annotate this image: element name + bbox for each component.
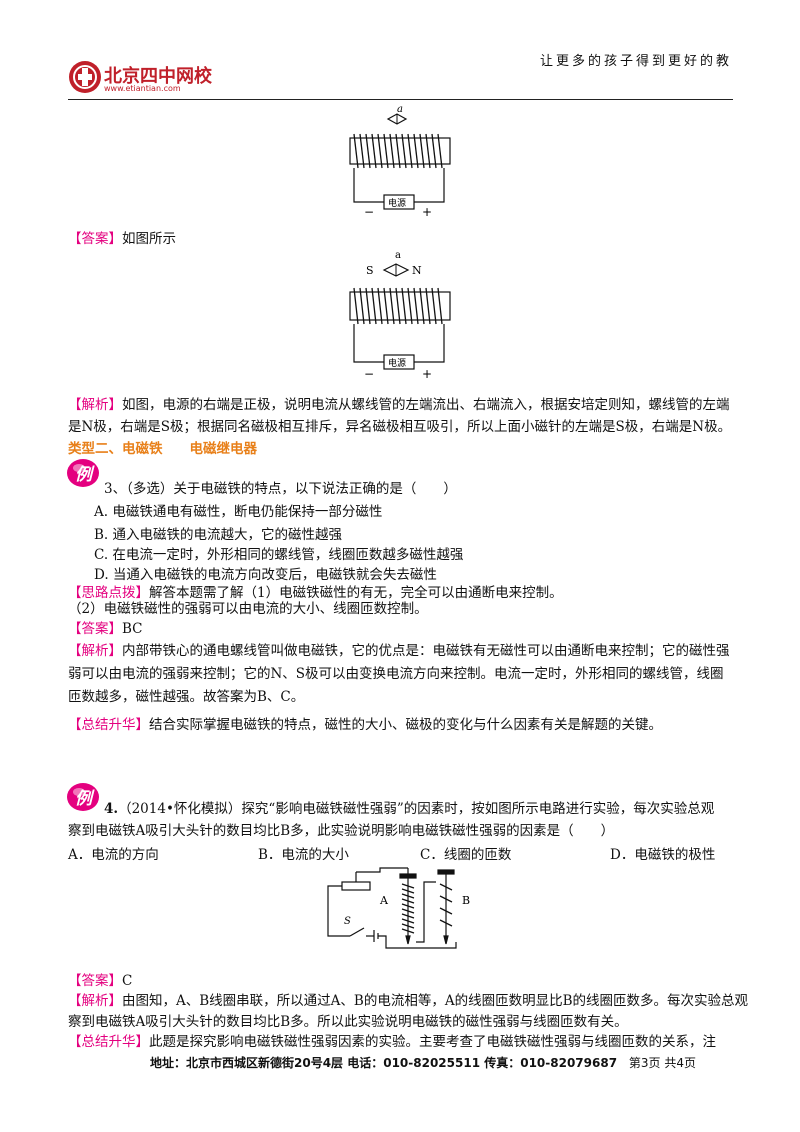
q3-stem: 3、（多选）关于电磁铁的特点，以下说法正确的是（ ）: [104, 481, 457, 497]
logo-text: 北京四中网校: [104, 66, 212, 87]
q4-option-d: D．电磁铁的极性: [610, 847, 716, 863]
solenoid-figure-2: a S N 电源 − +: [349, 250, 451, 381]
section-title: 类型二、电磁铁 电磁继电器: [68, 441, 257, 457]
q3-option-b: B. 通入电磁铁的电流越大，它的磁性越强: [94, 527, 343, 543]
q3-analysis-line-3: 匝数越多，磁性越强。故答案为B、C。: [68, 689, 305, 705]
analysis-1-line-1: 【解析】如图，电源的右端是正极，说明电流从螺线管的左端流出、右端流入，根据安培定…: [68, 397, 730, 413]
q4-option-b: B．电流的大小: [258, 847, 349, 863]
power-source: [383, 354, 415, 370]
footer-page-number: 第3页 共4页: [628, 1056, 696, 1070]
analysis-1-line-2: 是N极，右端是S极；根据同名磁极相互排斥，异名磁极相互吸引，所以上面小磁针的左端…: [68, 419, 732, 435]
q4-analysis-line-2: 察到电磁铁A吸引大头针的数目均比B多。所以此实验说明电磁铁的磁性强弱与线圈匝数有…: [68, 1014, 628, 1030]
header-slogan: 让更多的孩子得到更好的教: [540, 54, 733, 69]
example-badge-icon: 例: [67, 459, 99, 487]
q4-analysis-line-1: 【解析】由图知，A、B线圈串联，所以通过A、B的电流相等，A的线圈匝数明显比B的…: [68, 993, 749, 1009]
needle-label: a: [395, 250, 401, 261]
needle-label: a: [397, 104, 403, 115]
electromagnet-circuit-figure: A B S: [327, 867, 470, 949]
q4-option-a: A．电流的方向: [68, 847, 159, 863]
svg-text:−: −: [364, 367, 374, 381]
coil-windings: [401, 883, 453, 934]
logo-url: www.etiantian.com: [104, 84, 181, 93]
page-footer: 地址：北京市西城区新德街20号4层 电话：010-82025511 传真：010…: [150, 1054, 696, 1071]
svg-text:电源: 电源: [388, 357, 406, 369]
power-source: [383, 194, 415, 210]
svg-text:+: +: [422, 205, 432, 219]
svg-text:+: +: [422, 367, 432, 381]
svg-text:例: 例: [75, 789, 95, 809]
example-badge-icon: 例: [67, 783, 99, 811]
header-rule: [68, 99, 733, 100]
svg-text:−: −: [364, 205, 374, 219]
s-pole-label: S: [366, 264, 374, 277]
svg-text:S: S: [344, 916, 351, 927]
answer-1: 【答案】如图所示: [68, 231, 176, 247]
svg-text:例: 例: [75, 465, 95, 485]
q3-option-c: C. 在电流一定时，外形相同的螺线管，线圈匝数越多磁性越强: [94, 547, 464, 563]
coil-windings: [353, 287, 443, 325]
footer-address: 地址：北京市西城区新德街20号4层 电话：010-82025511 传真：010…: [150, 1056, 618, 1070]
q3-analysis-line-2: 弱可以由电流的强弱来控制；它的N、S极可以由变换电流方向来控制。电流一定时，外形…: [68, 666, 724, 682]
svg-text:B: B: [462, 894, 470, 907]
q3-answer: 【答案】BC: [68, 621, 143, 637]
n-pole-label: N: [412, 264, 422, 277]
q4-stem-line-2: 察到电磁铁A吸引大头针的数目均比B多，此实验说明影响电磁铁磁性强弱的因素是（ ）: [68, 823, 615, 839]
solenoid-figure-1: a 电源 − +: [349, 104, 451, 219]
q3-analysis-line-1: 【解析】内部带铁心的通电螺线管叫做电磁铁，它的优点是：电磁铁有无磁性可以由通断电…: [68, 643, 730, 659]
compass-needle: [386, 113, 408, 125]
svg-text:A: A: [379, 894, 389, 907]
q4-answer: 【答案】C: [68, 973, 133, 989]
q4-option-c: C．线圈的匝数: [420, 847, 512, 863]
compass-needle: [382, 263, 410, 277]
q3-summary: 【总结升华】结合实际掌握电磁铁的特点，磁性的大小、磁极的变化与什么因素有关是解题…: [68, 717, 662, 733]
q4-summary: 【总结升华】此题是探究影响电磁铁磁性强弱因素的实验。主要考查了电磁铁磁性强弱与线…: [68, 1034, 716, 1050]
q3-option-a: A. 电磁铁通电有磁性，断电仍能保持一部分磁性: [94, 504, 383, 520]
svg-text:电源: 电源: [388, 197, 406, 209]
q3-hint-line-1: 【思路点拨】解答本题需了解（1）电磁铁磁性的有无，完全可以由通断电来控制。: [68, 585, 563, 601]
q4-stem-line-1: 4.（2014•怀化模拟）探究“影响电磁铁磁性强弱”的因素时，按如图所示电路进行…: [104, 801, 715, 817]
coil-windings: [353, 133, 443, 169]
q3-hint-line-2: （2）电磁铁磁性的强弱可以由电流的大小、线圈匝数控制。: [68, 601, 428, 617]
q3-option-d: D. 当通入电磁铁的电流方向改变后，电磁铁就会失去磁性: [94, 567, 437, 583]
logo-emblem: [69, 61, 101, 93]
